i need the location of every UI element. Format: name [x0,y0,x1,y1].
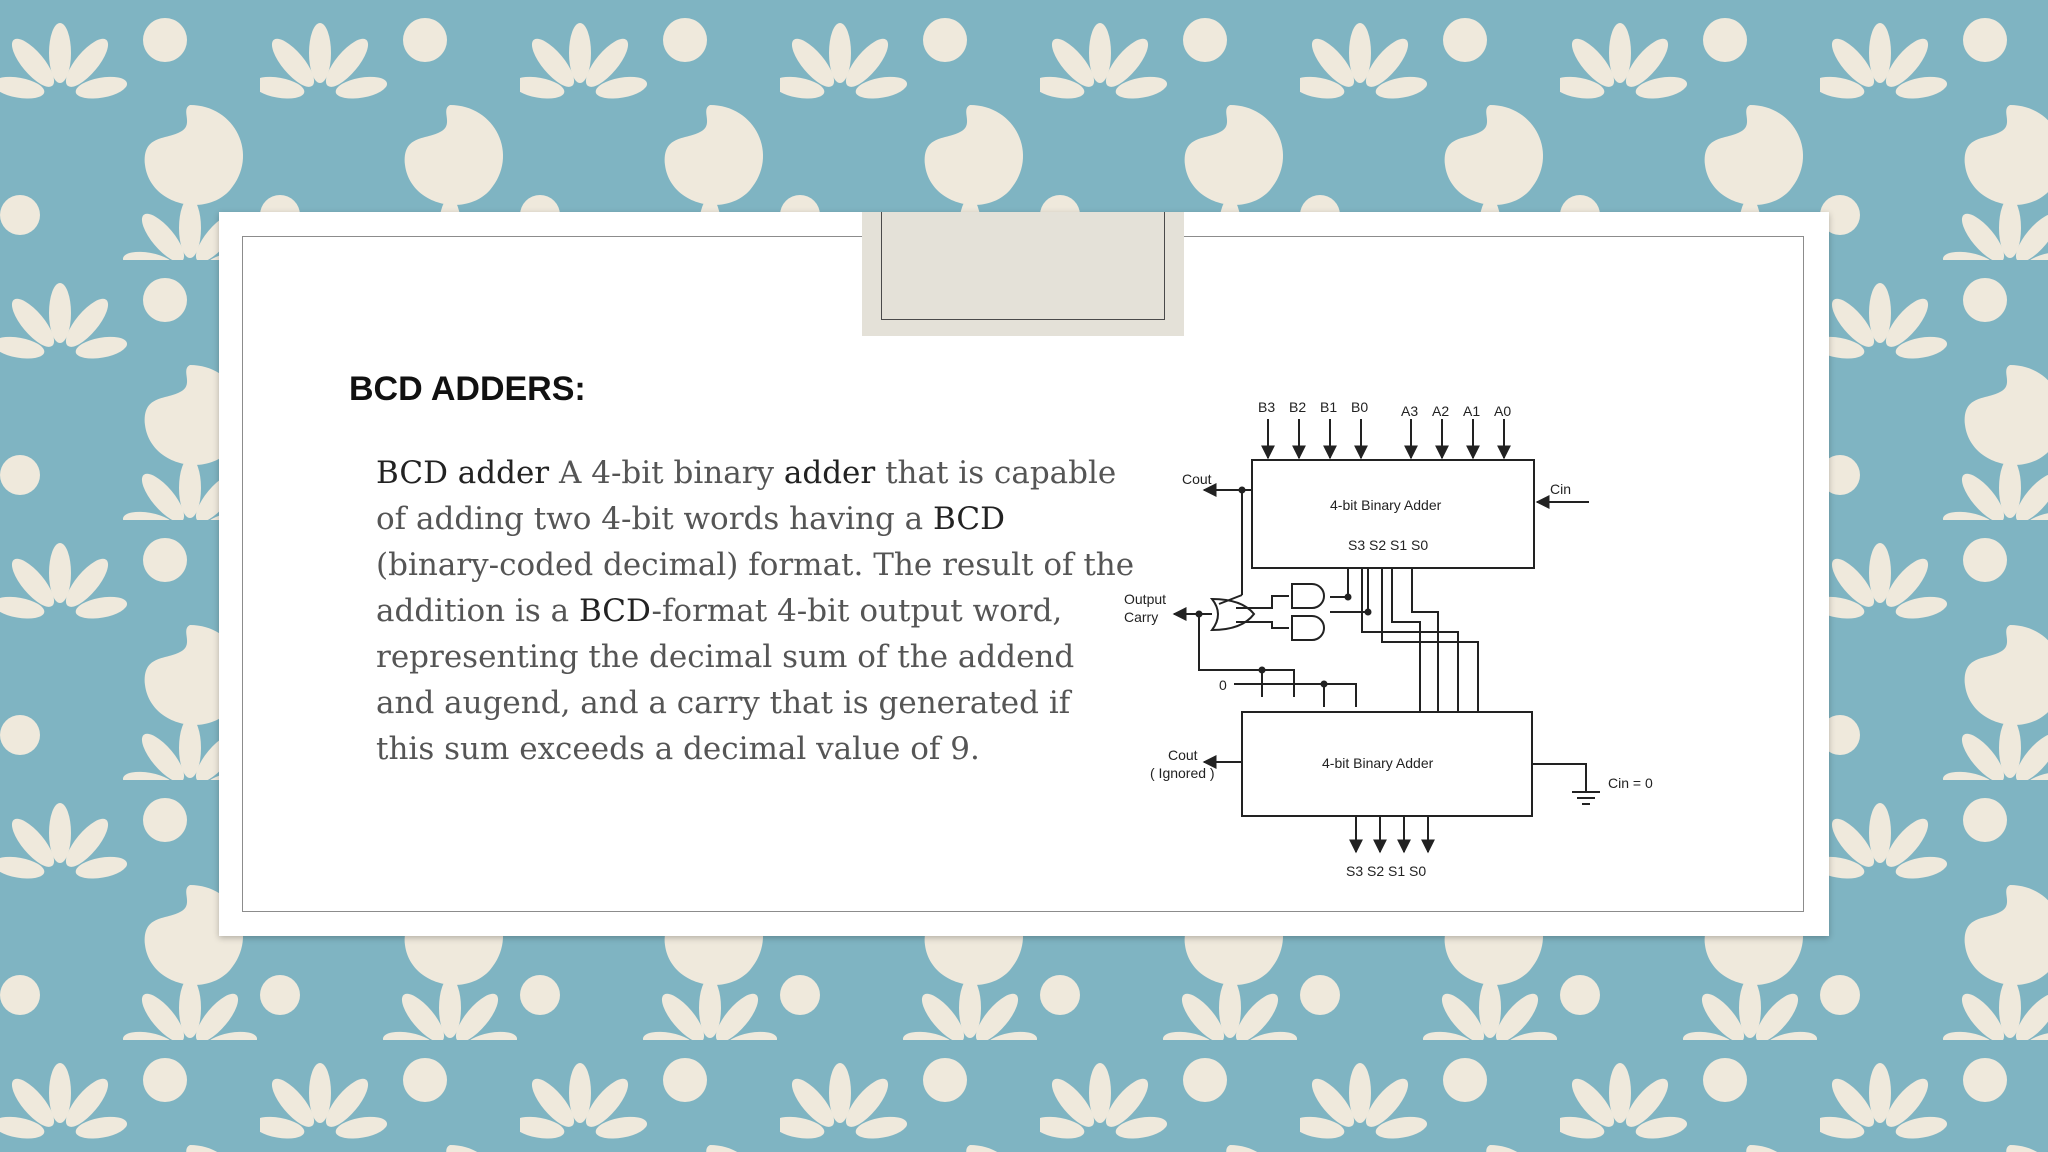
paragraph-text: -format 4-bit output word, representing … [376,593,1075,767]
term-bcd: BCD [578,593,652,629]
ignored-label: ( Ignored ) [1150,765,1215,781]
paragraph-text: A 4-bit binary [549,455,784,491]
slide-tab-frame [881,212,1165,320]
slide-card: BCD ADDERS: BCD adder A 4-bit binary add… [219,212,1829,936]
paragraph-text: that is capable of adding two 4-bit word… [376,455,1117,537]
cin-top-label: Cin [1550,481,1571,497]
bottom-adder-label: 4-bit Binary Adder [1322,755,1434,771]
paragraph-text: (binary-coded decimal) format. The resul… [376,547,1135,629]
term-adder: adder [783,455,876,491]
top-adder-label: 4-bit Binary Adder [1330,497,1442,513]
input-a3: A3 [1401,403,1418,419]
cin-bottom-label: Cin = 0 [1608,775,1653,791]
input-a1: A1 [1463,403,1480,419]
term-bcd: BCD [933,501,1005,537]
slide-tab [862,212,1184,336]
output-carry-label: Output [1124,591,1166,607]
input-a2: A2 [1432,403,1449,419]
slide-heading: BCD ADDERS: [349,370,586,408]
top-sum-label: S3 S2 S1 S0 [1348,537,1428,553]
slide-paragraph: BCD adder A 4-bit binary adder that is c… [376,450,1136,772]
cout-bottom-label: Cout [1168,747,1198,763]
cout-top-label: Cout [1182,471,1212,487]
input-b1: B1 [1320,399,1337,415]
input-a0: A0 [1494,403,1511,419]
term-bcd-adder: BCD adder [376,455,550,491]
input-b2: B2 [1289,399,1306,415]
bottom-sum-label: S3 S2 S1 S0 [1346,863,1426,879]
input-b3: B3 [1258,399,1275,415]
output-carry-label: Carry [1124,609,1158,625]
input-b0: B0 [1351,399,1368,415]
zero-input-label: 0 [1219,677,1227,693]
bcd-adder-circuit-diagram: B3 B2 B1 B0 A3 A2 A1 A0 4-bit Binary Add… [1124,399,1653,879]
